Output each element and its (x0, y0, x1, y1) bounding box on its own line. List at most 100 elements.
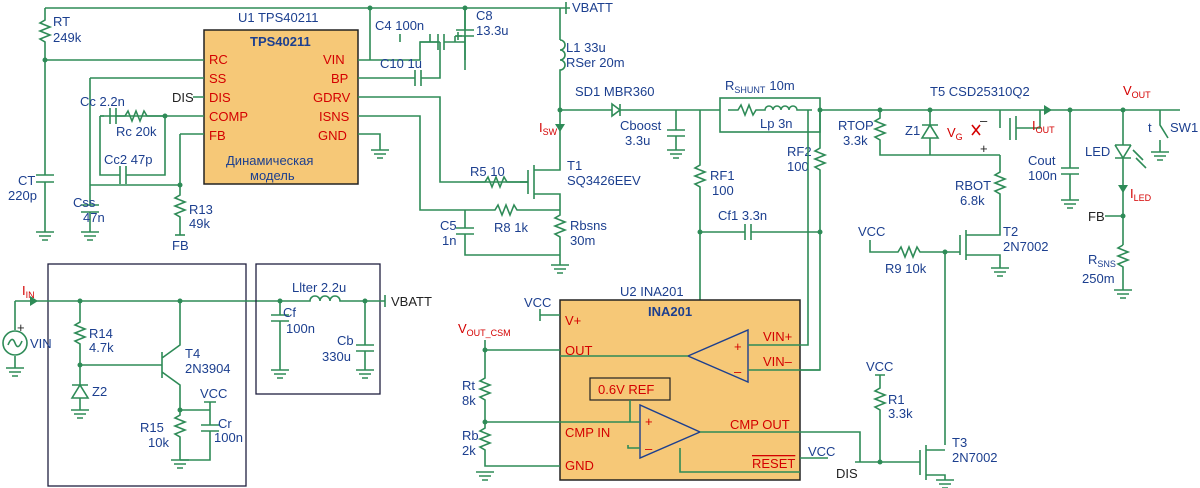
amp-plus: + (734, 339, 742, 354)
u1-left-pins: RC SS DIS COMP FB (209, 52, 248, 143)
rt2-value: 8k (462, 393, 476, 408)
css-capacitor (81, 78, 99, 232)
c8-ref: C8 (476, 8, 493, 23)
net-vg: VG (947, 125, 963, 142)
rtop-ref: RTOP (838, 118, 874, 133)
cc-rc-network (99, 108, 166, 176)
rbsns-resistor (552, 210, 568, 265)
rtop-resistor (872, 110, 1000, 156)
net-vcc-r1: VCC (866, 359, 893, 374)
t2-ref: T2 (1003, 224, 1018, 239)
ground-symbol (476, 471, 494, 481)
u1-pin-gdrv: GDRV (313, 90, 351, 105)
cboost-ref: Cboost (620, 118, 662, 133)
ct-capacitor (36, 60, 54, 232)
r15-value: 10k (148, 435, 169, 450)
junction (482, 419, 488, 425)
z1-label: Z1 (905, 123, 920, 138)
led-label: LED (1085, 144, 1110, 159)
cr-ref: Cr (218, 416, 232, 431)
net-iout: IOUT (1032, 118, 1055, 135)
cout-value: 100n (1028, 168, 1057, 183)
rbot-ref: RBOT (955, 178, 991, 193)
rbsns-value: 30m (570, 233, 595, 248)
u2-comparator (639, 403, 702, 460)
l1-value: RSer 20m (566, 55, 625, 70)
ground-symbol (71, 409, 89, 419)
ground-symbol (81, 231, 99, 241)
rt-ref: RT (53, 14, 70, 29)
u2-pin-reset: RESET (752, 456, 795, 471)
net-iled: ILED (1130, 186, 1152, 203)
ground-symbol (171, 459, 189, 469)
t3-mosfet (919, 445, 946, 480)
net-fb-led: FB (1088, 209, 1105, 224)
current-arrow (555, 124, 565, 132)
z1-zener (920, 110, 940, 155)
r13-resistor (172, 134, 188, 235)
u2-pin-vinm: VIN– (763, 354, 793, 369)
t4-transistor (80, 301, 181, 410)
rsns-value: 250m (1082, 271, 1115, 286)
r14-ref: R14 (89, 326, 113, 341)
rt2-ref: Rt (462, 378, 475, 393)
cc2-label: Cc2 47p (104, 152, 152, 167)
r1-value: 3.3k (888, 406, 913, 421)
u2-amp-wires (560, 344, 800, 371)
r9-label: R9 10k (885, 261, 927, 276)
cb-ref: Cb (337, 333, 354, 348)
net-iin: IIN (22, 283, 35, 300)
rt-rb-divider (477, 340, 560, 467)
cboost-capacitor (667, 110, 685, 150)
r5-label: R5 10 (470, 164, 505, 179)
ground-symbol (271, 369, 289, 379)
t1-mosfet (520, 150, 561, 210)
lp-label: Lp 3n (760, 116, 793, 131)
ct-ref: CT (18, 173, 35, 188)
u1-name: TPS40211 (250, 34, 311, 49)
rt-value: 249k (53, 30, 82, 45)
t2-mosfet (959, 230, 1001, 268)
u2-pin-out: OUT (565, 343, 593, 358)
u2-cmp-wires (560, 400, 800, 473)
u1-pin-gnd: GND (318, 128, 347, 143)
cr-value: 100n (214, 430, 243, 445)
t2-value: 2N7002 (1003, 239, 1049, 254)
u1-right-pins: VIN BP GDRV ISNS GND (313, 52, 351, 143)
vg-minus: – (980, 113, 988, 128)
net-dis: DIS (836, 466, 858, 481)
r14-value: 4.7k (89, 340, 114, 355)
net-vcc-u2: VCC (524, 295, 551, 310)
r8-resistor (470, 202, 560, 218)
junction (557, 107, 563, 113)
junction (927, 107, 933, 113)
ground-symbol (356, 369, 374, 379)
u1-pin-vin: VIN (323, 52, 345, 67)
c4-wire (399, 34, 431, 42)
z2-label: Z2 (92, 384, 107, 399)
t1-value: SQ3426EEV (567, 173, 641, 188)
cr-capacitor (180, 401, 219, 461)
sd1-label: SD1 MBR360 (575, 84, 654, 99)
l1-ref: L1 33u (566, 40, 606, 55)
rsns-label: RSNS (1088, 252, 1116, 269)
cmp-minus: – (645, 441, 653, 456)
c8-value: 13.3u (476, 23, 509, 38)
lfilter-label: Llter 2.2u (292, 280, 346, 295)
vg-probe (971, 124, 981, 136)
net-dis-u1: DIS (172, 90, 194, 105)
c5-capacitor (456, 210, 560, 256)
l1-inductor (559, 39, 566, 110)
rbot-value: 6.8k (960, 193, 985, 208)
vin-label: VIN (30, 336, 52, 351)
c4-label: C4 100n (375, 18, 424, 33)
lfilter-inductor (290, 295, 386, 307)
u1-pin-bp: BP (331, 71, 348, 86)
current-arrow (1118, 185, 1128, 193)
junction (482, 347, 488, 353)
u2-pin-vplus: V+ (565, 313, 581, 328)
cmpout-wire (800, 431, 920, 463)
u2-name: INA201 (648, 304, 692, 319)
top-rail-wires (45, 7, 561, 60)
